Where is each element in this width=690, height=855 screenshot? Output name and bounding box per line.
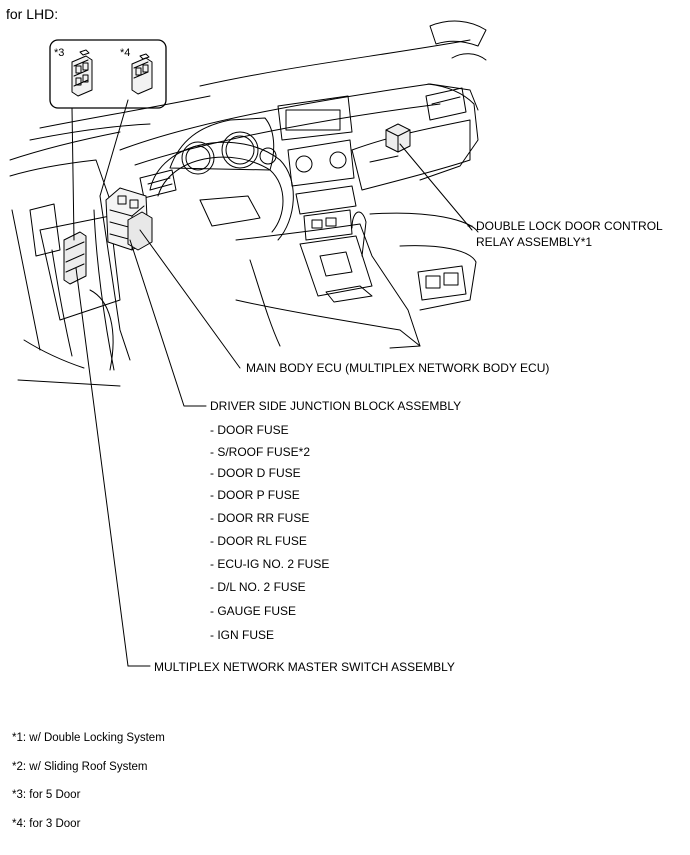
leader-lines xyxy=(71,99,473,667)
master-switch-door-icon xyxy=(63,231,87,285)
fuse-item: - ECU-IG NO. 2 FUSE xyxy=(210,557,330,571)
label-junction-block: DRIVER SIDE JUNCTION BLOCK ASSEMBLY xyxy=(210,399,462,413)
page-title: for LHD: xyxy=(6,6,59,22)
footnote: *4: for 3 Door xyxy=(12,818,81,830)
fuse-item: - DOOR D FUSE xyxy=(210,466,301,480)
label-main-body-ecu: MAIN BODY ECU (MULTIPLEX NETWORK BODY EC… xyxy=(246,361,550,375)
footnote: *2: w/ Sliding Roof System xyxy=(12,761,148,773)
double-lock-relay-icon xyxy=(385,123,411,153)
main-body-ecu-icon xyxy=(127,211,153,251)
fuse-item: - S/ROOF FUSE*2 xyxy=(210,445,311,459)
inset-label-5door: *3 xyxy=(54,47,65,59)
fuse-item: - DOOR RL FUSE xyxy=(210,534,307,548)
master-switch-3door-icon xyxy=(131,53,153,95)
fuse-item: - DOOR FUSE xyxy=(210,423,289,437)
master-switch-5door-icon xyxy=(71,49,93,97)
inset-switch-box xyxy=(49,39,167,109)
fuse-item: - IGN FUSE xyxy=(210,628,275,642)
footnote: *1: w/ Double Locking System xyxy=(12,732,165,744)
fuse-item: - GAUGE FUSE xyxy=(210,604,297,618)
label-double-lock-relay-line2: RELAY ASSEMBLY*1 xyxy=(476,235,593,249)
fuse-item: - D/L NO. 2 FUSE xyxy=(210,580,306,594)
fuse-item: - DOOR P FUSE xyxy=(210,488,300,502)
label-master-switch: MULTIPLEX NETWORK MASTER SWITCH ASSEMBLY xyxy=(154,660,455,674)
label-double-lock-relay-line1: DOUBLE LOCK DOOR CONTROL xyxy=(476,219,663,233)
inset-label-3door: *4 xyxy=(120,47,131,59)
fuse-item: - DOOR RR FUSE xyxy=(210,511,310,525)
footnote: *3: for 5 Door xyxy=(12,789,81,801)
